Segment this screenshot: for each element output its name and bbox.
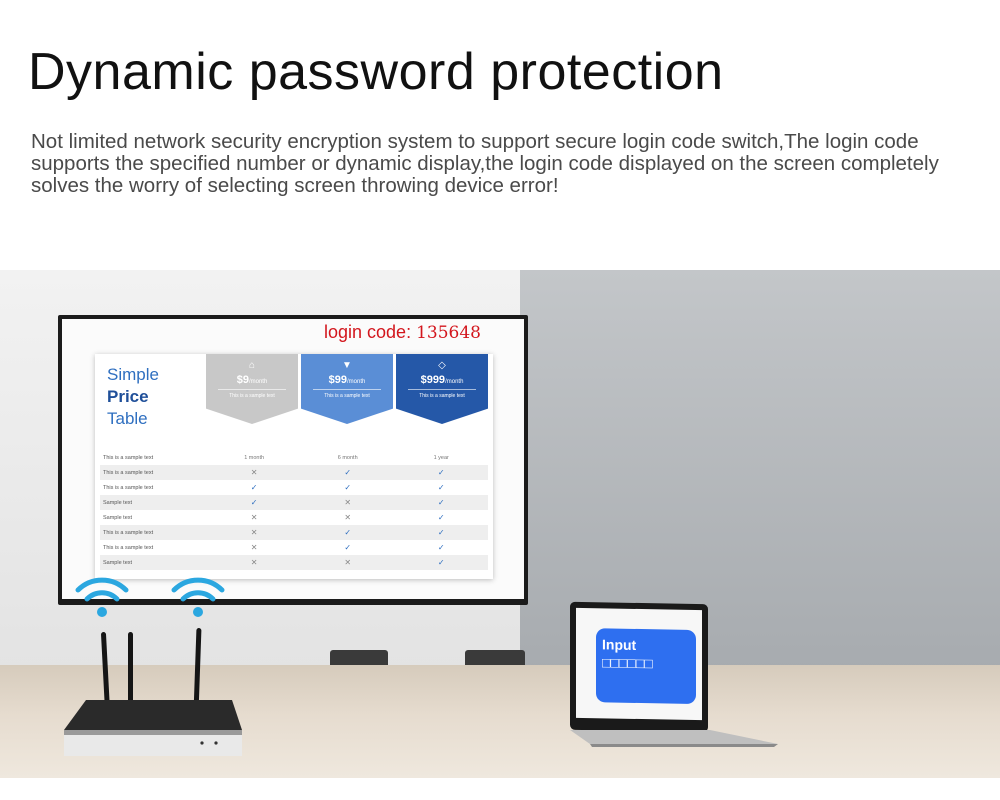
price-table-title: Simple Price Table bbox=[107, 365, 159, 428]
login-code-value: 135648 bbox=[416, 323, 481, 343]
input-label: Input bbox=[602, 636, 637, 653]
table-header-row: This is a sample text 1 month 6 month 1 … bbox=[103, 454, 449, 461]
login-code-label: login code: bbox=[324, 322, 412, 342]
plan-card-premium: ◇ $999/month This is a sample text bbox=[396, 354, 488, 424]
table-row: This is a sample text ✕ ✓ ✓ bbox=[100, 465, 488, 480]
price-table-rows: This is a sample text 1 month 6 month 1 … bbox=[100, 450, 488, 570]
table-row: Sample text ✕ ✕ ✓ bbox=[100, 555, 488, 570]
plan-card-basic: ⌂ $9/month This is a sample text bbox=[206, 354, 298, 424]
table-row: Sample text ✓ ✕ ✓ bbox=[100, 495, 488, 510]
router-antenna bbox=[128, 632, 133, 708]
code-input-boxes[interactable]: □□□□□□ bbox=[602, 654, 653, 672]
login-code-input-card[interactable]: Input □□□□□□ bbox=[596, 628, 696, 704]
price-table: Simple Price Table ⌂ $9/month This is a … bbox=[95, 354, 493, 579]
table-row: Sample text ✕ ✕ ✓ bbox=[103, 513, 445, 522]
laptop-keyboard-base bbox=[570, 730, 778, 747]
table-row: This is a sample text ✕ ✓ ✓ bbox=[103, 543, 445, 552]
home-icon: ⌂ bbox=[248, 360, 256, 371]
login-code-display: login code: 135648 bbox=[324, 322, 481, 343]
page-title: Dynamic password protection bbox=[28, 43, 724, 101]
wifi-icon bbox=[171, 577, 225, 617]
trophy-icon: ▼ bbox=[342, 360, 352, 371]
laptop-display: Input □□□□□□ bbox=[576, 607, 702, 721]
wifi-icon bbox=[75, 577, 129, 617]
meeting-room-scene: login code: 135648 Simple Price Table ⌂ … bbox=[0, 270, 1000, 778]
laptop-screen: Input □□□□□□ bbox=[570, 601, 708, 733]
tv-screen: login code: 135648 Simple Price Table ⌂ … bbox=[62, 319, 524, 599]
table-row: This is a sample text ✓ ✓ ✓ bbox=[103, 483, 445, 492]
wall-tv: login code: 135648 Simple Price Table ⌂ … bbox=[58, 315, 528, 605]
page-description: Not limited network security encryption … bbox=[31, 130, 939, 197]
router-device bbox=[64, 700, 242, 756]
plan-card-standard: ▼ $99/month This is a sample text bbox=[301, 354, 393, 424]
table-row: This is a sample text ✕ ✓ ✓ bbox=[100, 525, 488, 540]
diamond-icon: ◇ bbox=[438, 360, 446, 371]
